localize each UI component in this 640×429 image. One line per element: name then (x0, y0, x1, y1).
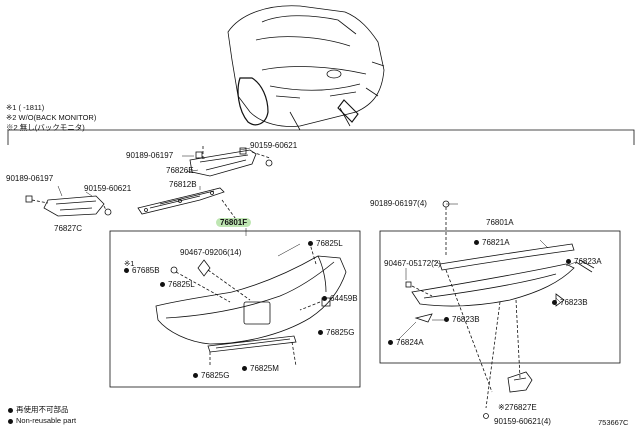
label-76827C: 76827C (54, 224, 83, 233)
label-76826E: 76826E (166, 166, 194, 175)
label-90189-06197-4: 90189-06197(4) (370, 199, 427, 208)
legend-dot-icon (8, 407, 13, 413)
non-reusable-dot (322, 296, 327, 302)
label-76824A-text: 76824A (396, 338, 424, 347)
note-2: ※2 W/O(BACK MONITOR) (6, 113, 97, 122)
legend-dot-icon (8, 418, 13, 424)
non-reusable-dot (388, 340, 393, 346)
label-76825G-a-text: 76825G (326, 328, 355, 337)
label-76812B: 76812B (169, 180, 197, 189)
label-64459B: 64459B (322, 294, 358, 304)
label-76825L-b-text: 76825L (168, 280, 195, 289)
label-90189-06197-left: 90189-06197 (6, 174, 54, 183)
left-guides (175, 243, 321, 367)
non-reusable-dot (552, 300, 557, 306)
non-reusable-dot (566, 259, 571, 265)
non-reusable-dot (242, 366, 247, 372)
non-reusable-dot (318, 330, 323, 336)
non-reusable-dot (444, 317, 449, 323)
label-76825M-text: 76825M (250, 364, 279, 373)
car-illustration (227, 5, 385, 131)
label-mark-1: ※1 (124, 259, 135, 268)
right-guides (411, 207, 521, 409)
non-reusable-dot (193, 373, 198, 379)
reference-code: 753667C (598, 418, 629, 427)
label-76801A: 76801A (486, 218, 514, 227)
part-76812B (137, 187, 225, 215)
label-76821A: 76821A (474, 238, 510, 248)
label-76825L-b: 76825L (160, 280, 195, 290)
label-76825L-a: 76825L (308, 239, 343, 249)
label-90159-60621-left: 90159-60621 (84, 184, 132, 193)
part-76801A (405, 200, 595, 323)
label-76823B-b-text: 76823B (452, 315, 480, 324)
label-76825M: 76825M (242, 364, 279, 374)
label-90467-09206: 90467-09206(14) (180, 248, 242, 257)
label-76825G-a: 76825G (318, 328, 354, 338)
label-76823B-a-text: 76823B (560, 298, 588, 307)
label-90159-60621-4: 90159-60621(4) (494, 417, 551, 426)
legend-en: Non-reusable part (8, 416, 76, 425)
part-76826E (189, 147, 273, 177)
non-reusable-dot (474, 240, 479, 246)
label-76824A: 76824A (388, 338, 424, 348)
label-76825L-a-text: 76825L (316, 239, 343, 248)
label-90159-60621-top: 90159-60621 (250, 141, 298, 150)
label-76821A-text: 76821A (482, 238, 510, 247)
legend-jp: 再使用不可部品 (8, 405, 69, 414)
part-76827E (483, 371, 533, 419)
label-76823B-b: 76823B (444, 315, 480, 325)
label-76827E: ※276827E (498, 403, 537, 412)
non-reusable-dot (160, 282, 165, 288)
non-reusable-dot (308, 241, 313, 247)
part-76801F (155, 255, 347, 353)
label-76801F-text: 76801F (216, 218, 252, 227)
label-76825G-b-text: 76825G (201, 371, 230, 380)
label-90189-06197-top: 90189-06197 (126, 151, 174, 160)
label-76825G-b: 76825G (193, 371, 229, 381)
label-67685B-text: 67685B (132, 266, 160, 275)
sub-frame-left (109, 230, 361, 388)
label-76823A-text: 76823A (574, 257, 602, 266)
label-76801F[interactable]: 76801F (216, 218, 252, 228)
label-90467-05172: 90467-05172(2) (384, 259, 441, 268)
label-64459B-text: 64459B (330, 294, 358, 303)
label-76823B-a: 76823B (552, 298, 588, 308)
label-76823A: 76823A (566, 257, 602, 267)
note-1: ※1 ( -1811) (6, 103, 45, 112)
note-3: ※2 無し(バックモニタ) (6, 123, 85, 132)
non-reusable-dot (124, 268, 129, 274)
part-76827C (25, 195, 112, 217)
label-67685B: 67685B (124, 266, 160, 276)
legend-jp-text: 再使用不可部品 (16, 405, 69, 414)
sub-frame-right (379, 230, 621, 364)
legend-en-text: Non-reusable part (16, 416, 77, 425)
